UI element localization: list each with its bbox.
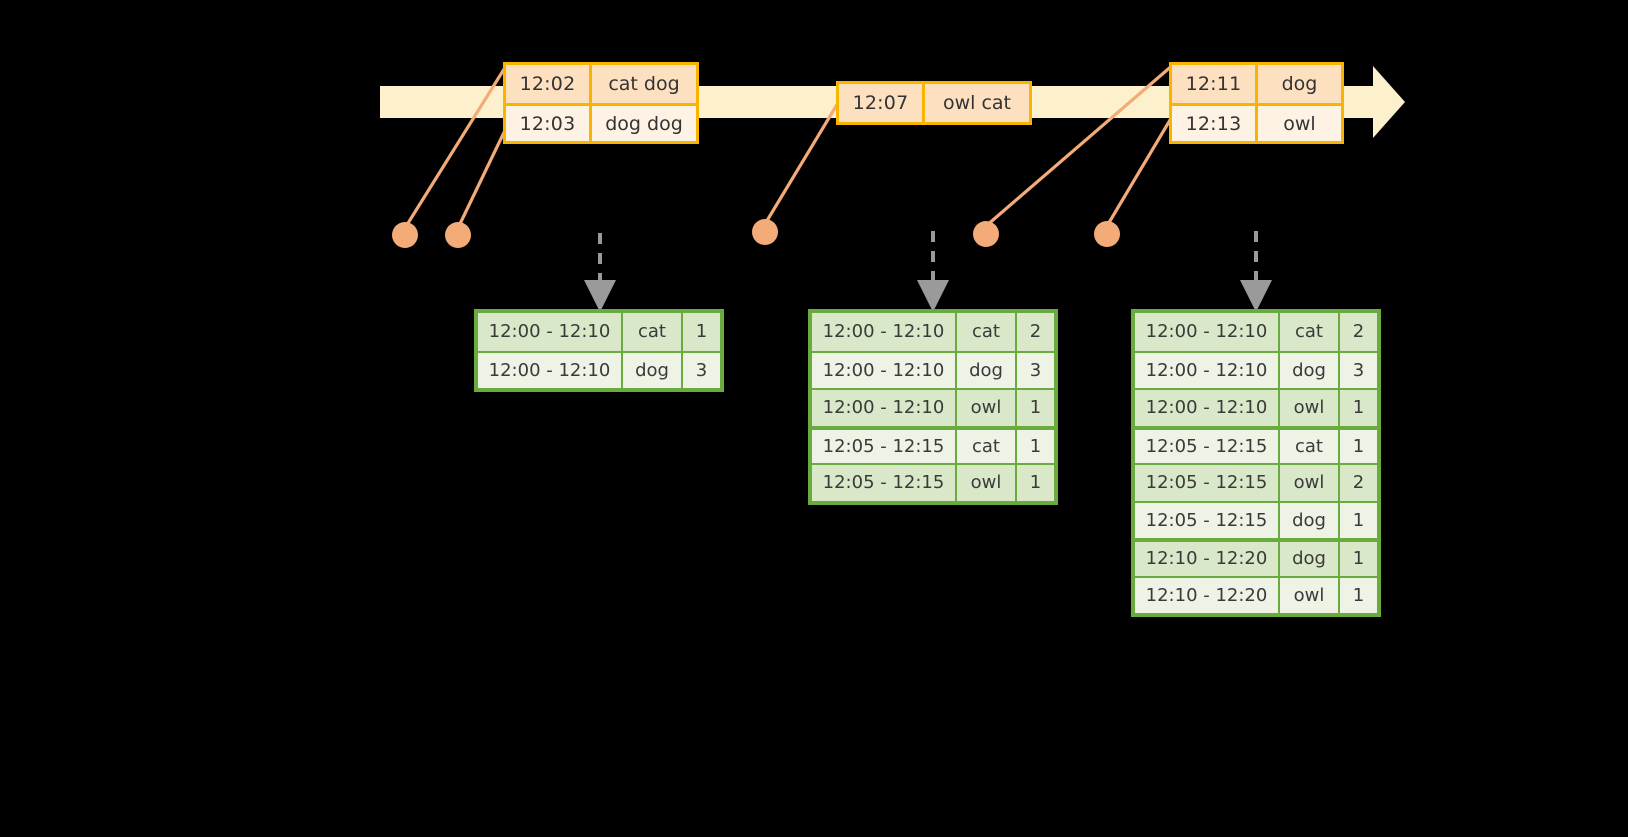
count-cell: 1 [1029, 472, 1042, 494]
window-range-cell: 12:10 - 12:20 [1135, 577, 1280, 613]
word-cell: dog [1280, 542, 1340, 576]
count-cell: 2 [1029, 321, 1042, 343]
event-marker-4 [973, 221, 999, 247]
event-markers [392, 219, 1120, 248]
count-cell: 1 [1352, 435, 1365, 457]
event-time: 12:03 [506, 106, 592, 141]
count-cell: 1 [1352, 548, 1365, 570]
count-cell: 1 [1029, 435, 1042, 457]
event-words: owl [1283, 112, 1316, 135]
event-marker-1 [392, 222, 418, 248]
window-range-cell: 12:00 - 12:10 [478, 313, 623, 351]
word-cell: cat [1280, 429, 1340, 463]
word-cell: cat [957, 429, 1017, 463]
word-cell: owl [1280, 465, 1340, 501]
count-cell: 1 [1352, 584, 1365, 606]
event-marker-2 [445, 222, 471, 248]
word-cell: dog [957, 352, 1017, 388]
event-words: dog [1281, 73, 1318, 95]
event-words: dog dog [605, 112, 683, 135]
word-cell: owl [1280, 577, 1340, 613]
event-time: 12:07 [839, 84, 925, 122]
window-range-cell: 12:05 - 12:15 [1135, 465, 1280, 501]
count-cell: 1 [1352, 397, 1365, 419]
count-cell: 1 [1352, 509, 1365, 531]
count-cell: 1 [1029, 397, 1042, 419]
word-cell: cat [623, 313, 683, 351]
word-cell: cat [957, 313, 1017, 351]
word-cell: dog [1280, 352, 1340, 388]
window-range-cell: 12:00 - 12:10 [1135, 313, 1280, 351]
word-cell: dog [623, 352, 683, 388]
window-range-cell: 12:05 - 12:15 [1135, 429, 1280, 463]
count-cell: 3 [1029, 359, 1042, 381]
event-words: owl cat [942, 92, 1012, 114]
word-cell: owl [957, 390, 1017, 426]
window-range-cell: 12:05 - 12:15 [812, 429, 957, 463]
window-range-cell: 12:00 - 12:10 [1135, 390, 1280, 426]
word-cell: owl [1280, 390, 1340, 426]
event-row: 12:03 dog dog [506, 103, 696, 141]
window-range-cell: 12:00 - 12:10 [812, 313, 957, 351]
event-group-2: 12:07 owl cat [836, 81, 1032, 125]
word-cell: cat [1280, 313, 1340, 351]
count-cell: 1 [695, 321, 708, 343]
count-cell: 2 [1352, 321, 1365, 343]
window-range-cell: 12:00 - 12:10 [812, 352, 957, 388]
event-words: cat dog [608, 73, 680, 95]
event-time: 12:02 [506, 65, 592, 103]
emit-arrows [584, 231, 1272, 312]
connector-line-1 [403, 64, 508, 230]
window-range-cell: 12:05 - 12:15 [1135, 502, 1280, 538]
event-group-1: 12:02 cat dog 12:03 dog dog [503, 62, 699, 144]
count-cell: 3 [695, 359, 708, 381]
word-cell: owl [957, 465, 1017, 501]
event-marker-5 [1094, 221, 1120, 247]
event-row: 12:02 cat dog [506, 65, 696, 103]
window-range-cell: 12:00 - 12:10 [478, 352, 623, 388]
event-group-3: 12:11 dog 12:13 owl [1169, 62, 1344, 144]
event-row: 12:07 owl cat [839, 84, 1029, 122]
word-cell: dog [1280, 502, 1340, 538]
connector-line-2 [456, 120, 511, 230]
window-range-cell: 12:00 - 12:10 [1135, 352, 1280, 388]
event-time: 12:13 [1172, 106, 1258, 141]
connector-line-3 [763, 96, 843, 226]
window-range-cell: 12:00 - 12:10 [812, 390, 957, 426]
event-row: 12:11 dog [1172, 65, 1341, 103]
event-time: 12:11 [1172, 65, 1258, 103]
window-range-cell: 12:10 - 12:20 [1135, 542, 1280, 576]
connector-line-5 [1105, 108, 1178, 228]
count-cell: 2 [1352, 472, 1365, 494]
event-row: 12:13 owl [1172, 103, 1341, 141]
event-marker-3 [752, 219, 778, 245]
window-range-cell: 12:05 - 12:15 [812, 465, 957, 501]
count-cell: 3 [1352, 359, 1365, 381]
